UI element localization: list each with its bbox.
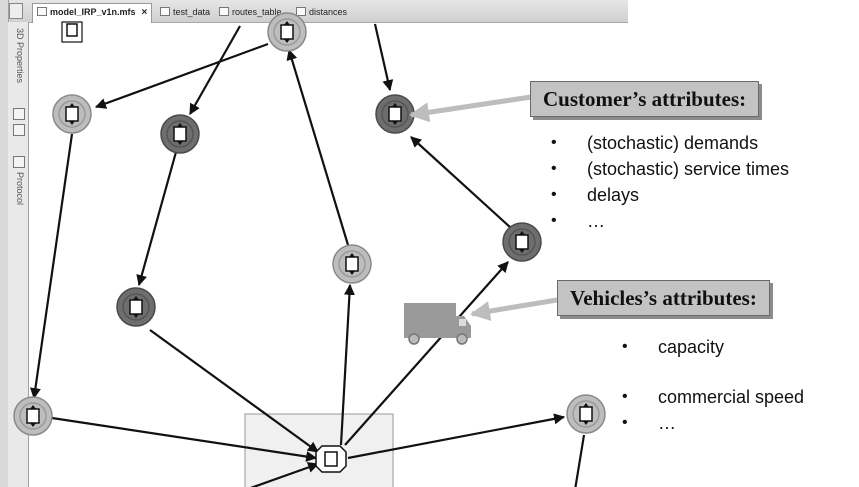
tab-label: routes_table — [232, 7, 282, 17]
tab-label: model_IRP_v1n.mfs — [50, 7, 136, 17]
customer-attributes-callout: Customer’s attributes: — [530, 81, 760, 117]
side-tab-3d-properties[interactable]: 3D Properties — [15, 28, 25, 84]
tab-distances[interactable]: distances — [296, 4, 347, 20]
properties-icon[interactable] — [13, 108, 25, 120]
side-panel: 3D Properties Protocol — [8, 22, 29, 487]
route-edge — [94, 42, 269, 109]
route-edge — [286, 48, 350, 246]
customer-node[interactable] — [375, 94, 415, 134]
route-edge — [136, 151, 178, 287]
list-item: … — [551, 208, 789, 234]
depot-icon[interactable] — [315, 445, 347, 473]
tab-label: test_data — [173, 7, 211, 17]
customer-node[interactable] — [61, 21, 83, 43]
route-edge — [373, 23, 394, 92]
route-edge — [250, 462, 320, 487]
model-file-icon — [37, 7, 47, 16]
customer-node[interactable] — [332, 244, 372, 284]
list-item: delays — [551, 182, 789, 208]
customer-attributes-title: Customer’s attributes: — [543, 87, 747, 111]
customer-node[interactable] — [160, 114, 200, 154]
vehicle-attributes-list-more: commercial speed … — [622, 384, 804, 436]
list-item: … — [622, 410, 804, 436]
route-edge — [344, 261, 509, 446]
vehicle-attributes-title: Vehicles’s attributes: — [570, 286, 757, 310]
customer-node[interactable] — [52, 94, 92, 134]
vehicle-callout-arrow — [470, 297, 558, 321]
route-edges — [29, 23, 586, 487]
list-item: capacity — [622, 334, 724, 360]
route-edge — [29, 133, 74, 400]
side-tab-protocol[interactable]: Protocol — [15, 172, 25, 206]
table-icon — [296, 7, 306, 16]
tab-routes-table[interactable]: routes_table — [219, 4, 282, 20]
customer-node[interactable] — [502, 222, 542, 262]
customer-node[interactable] — [566, 394, 606, 434]
tab-model-irp[interactable]: model_IRP_v1n.mfs × — [32, 3, 153, 23]
customer-callout-arrow — [409, 94, 532, 123]
list-item: (stochastic) demands — [551, 130, 789, 156]
close-icon[interactable]: × — [141, 7, 148, 18]
panel-toggle-icon[interactable] — [9, 3, 23, 19]
route-edge — [149, 329, 319, 453]
customer-attributes-list: (stochastic) demands (stochastic) servic… — [551, 130, 789, 234]
link-icon[interactable] — [13, 124, 25, 136]
list-item: (stochastic) service times — [551, 156, 789, 182]
route-edge — [51, 416, 318, 462]
customer-node[interactable] — [13, 396, 53, 436]
tab-test-data[interactable]: test_data — [160, 4, 210, 20]
customer-node[interactable] — [267, 12, 307, 52]
truck-icon[interactable] — [404, 303, 471, 345]
route-edge — [339, 283, 355, 446]
list-item: commercial speed — [622, 384, 804, 410]
vehicle-attributes-callout: Vehicles’s attributes: — [557, 280, 770, 316]
route-edge — [574, 434, 586, 487]
table-icon — [219, 7, 229, 16]
table-icon — [160, 7, 170, 16]
customer-node[interactable] — [116, 287, 156, 327]
route-edge — [347, 413, 566, 460]
tab-label: distances — [309, 7, 348, 17]
route-edge — [189, 25, 241, 115]
vehicle-attributes-list: capacity — [622, 334, 724, 360]
route-edge — [410, 136, 512, 229]
tab-bar: model_IRP_v1n.mfs × test_data routes_tabl… — [0, 0, 628, 23]
protocol-icon[interactable] — [13, 156, 25, 168]
